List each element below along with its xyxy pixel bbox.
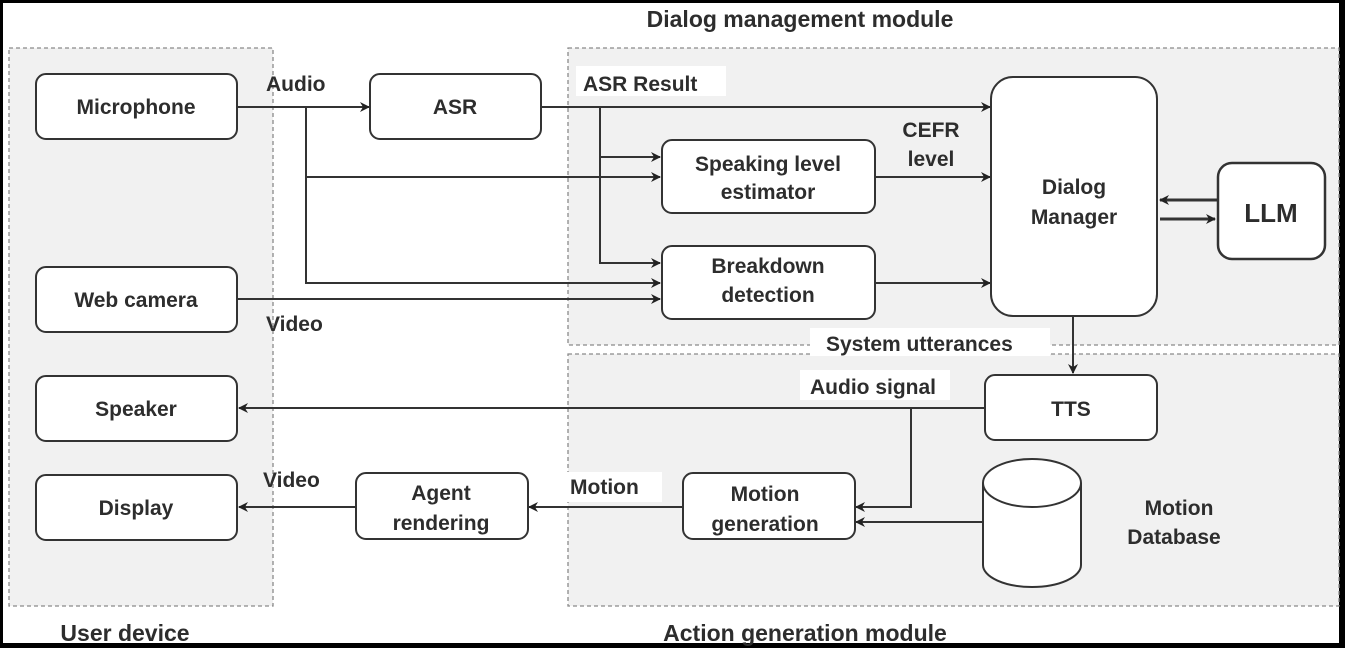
label-bg (562, 472, 662, 502)
edge-audio-signal-motion-generation (855, 408, 912, 512)
system-utterances-label: System utterances (826, 333, 1013, 356)
breakdown-detection-label-line2: detection (721, 284, 814, 307)
agent-rendering-label-line2: rendering (393, 512, 490, 535)
audio-signal-label: Audio signal (810, 376, 936, 399)
display-label: Display (99, 497, 174, 520)
user-device-title: User device (60, 620, 189, 646)
agent-rendering-label-line1: Agent (411, 482, 471, 505)
motion-generation-label-line1: Motion (731, 483, 800, 506)
motion-database-node: Motion Database (982, 458, 1221, 588)
audio-label: Audio (266, 73, 325, 96)
speaker-label: Speaker (95, 398, 177, 421)
microphone-label: Microphone (77, 96, 196, 119)
speaking-level-estimator-label-line1: Speaking level (695, 153, 841, 176)
dialog-manager-label-line2: Manager (1031, 206, 1117, 229)
label-bg (800, 370, 950, 400)
motion-database-label-line1: Motion (1145, 497, 1214, 520)
microphone-node: Microphone (35, 73, 238, 140)
asr-label: ASR (433, 96, 477, 119)
edge-audio-breakdown (305, 107, 661, 288)
motion-label: Motion (570, 476, 639, 499)
label-bg (576, 66, 726, 96)
speaker-node: Speaker (35, 375, 238, 442)
speaking-level-estimator-node: Speaking level estimator (661, 139, 876, 214)
breakdown-detection-label-line1: Breakdown (711, 255, 824, 278)
dialog-manager-node: Dialog Manager (990, 76, 1158, 317)
video-out-label: Video (263, 469, 320, 492)
cefr-level-label-line1: CEFR (902, 119, 959, 142)
motion-generation-label-line2: generation (711, 513, 818, 536)
asr-node: ASR (369, 73, 542, 140)
action-generation-title: Action generation module (663, 620, 947, 646)
cefr-level-label-line2: level (908, 148, 955, 171)
edge-asr-breakdown (599, 107, 661, 268)
agent-rendering-node: Agent rendering (355, 472, 529, 540)
web-camera-label: Web camera (74, 289, 198, 312)
llm-node: LLM (1216, 161, 1327, 261)
tts-label: TTS (1051, 398, 1091, 421)
web-camera-node: Web camera (35, 266, 238, 333)
llm-label: LLM (1244, 198, 1297, 228)
dialog-management-title: Dialog management module (647, 6, 954, 32)
display-node: Display (35, 474, 238, 541)
label-bg (810, 328, 1050, 356)
video-in-label: Video (266, 313, 323, 336)
tts-node: TTS (984, 374, 1158, 441)
asr-result-label: ASR Result (583, 73, 697, 96)
motion-generation-node: Motion generation (682, 472, 856, 540)
motion-database-label-line2: Database (1127, 526, 1220, 549)
breakdown-detection-node: Breakdown detection (661, 245, 876, 320)
dialog-manager-label-line1: Dialog (1042, 176, 1106, 199)
speaking-level-estimator-label-line2: estimator (721, 181, 816, 204)
